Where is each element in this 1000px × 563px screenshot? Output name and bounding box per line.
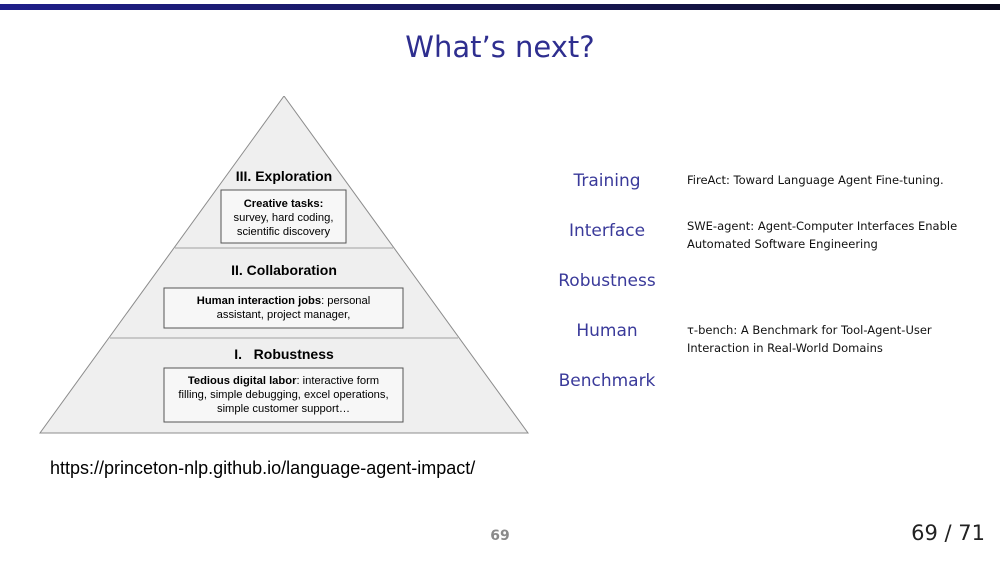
header-bar [0,4,1000,10]
ref-interface-line2: Automated Software Engineering [687,237,878,251]
topic-interface: Interface [568,221,646,241]
level-collaboration-title: II. Collaboration [231,262,337,278]
topic-robustness: Robustness [558,271,656,291]
level-robustness-box: Tedious digital labor: interactive form … [164,374,403,416]
topic-training: Training [573,171,641,191]
page-counter: 69 / 71 [911,521,985,545]
ref-interface: SWE-agent: Agent-Computer Interfaces Ena… [687,217,987,253]
ref-human-line1: τ-bench: A Benchmark for Tool-Agent-User [687,323,932,337]
robustness-bold: Tedious digital labor [187,375,297,387]
source-link[interactable]: https://princeton-nlp.github.io/language… [50,458,476,478]
ref-human: τ-bench: A Benchmark for Tool-Agent-User… [687,321,987,357]
level-robustness-title: I. Robustness [234,346,334,362]
slide-title: What’s next? [405,30,595,64]
collaboration-line2: assistant, project manager, [216,309,351,321]
level-exploration-title: III. Exploration [235,168,333,184]
ref-training: FireAct: Toward Language Agent Fine-tuni… [687,171,987,189]
level-collaboration-box: Human interaction jobs: personal assista… [164,294,403,322]
ref-training-line1: FireAct: Toward Language Agent Fine-tuni… [687,173,944,187]
pyramid-diagram: III. Exploration Creative tasks: survey,… [38,96,530,436]
robustness-line3: simple customer support… [216,403,351,415]
exploration-line1: survey, hard coding, [233,212,334,224]
topic-human: Human [576,321,638,341]
robustness-rest: : interactive form [296,375,380,387]
pyramid-shape [39,96,529,434]
robustness-line2: filling, simple debugging, excel operati… [178,389,389,401]
collaboration-bold: Human interaction jobs [196,295,322,307]
topic-benchmark: Benchmark [558,371,656,391]
ref-interface-line1: SWE-agent: Agent-Computer Interfaces Ena… [687,219,958,233]
exploration-bold: Creative tasks: [243,198,324,210]
level-exploration-box: Creative tasks: survey, hard coding, sci… [221,197,346,239]
collaboration-rest: : personal [321,295,371,307]
exploration-line2: scientific discovery [236,226,331,238]
slide-number: 69 [490,528,510,544]
ref-human-line2: Interaction in Real-World Domains [687,341,883,355]
